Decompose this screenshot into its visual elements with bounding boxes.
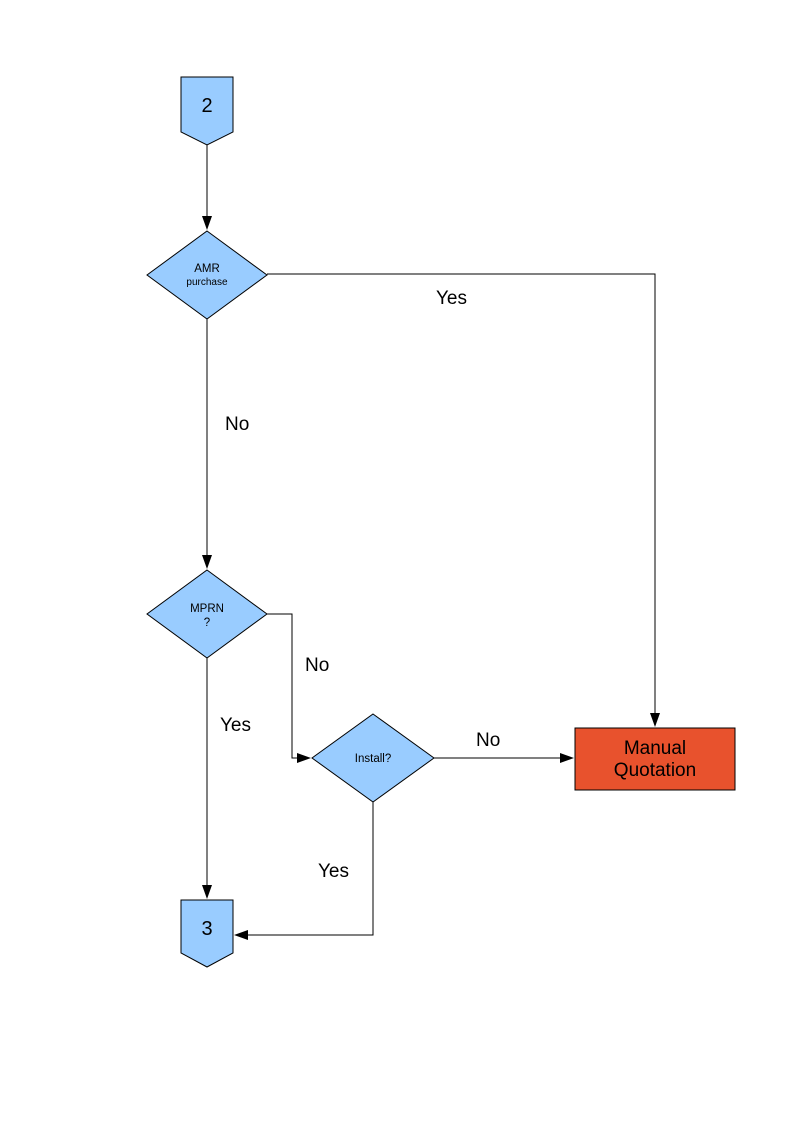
decision-install xyxy=(311,713,435,803)
process-manual-quotation xyxy=(574,727,736,791)
connector-3-label: 3 xyxy=(201,918,212,940)
edge-install-yes-to-connector3 xyxy=(234,802,374,940)
edge-label-mprn-no: No xyxy=(305,655,329,676)
edge-label-install-yes: Yes xyxy=(318,861,349,882)
amr-label-line1: AMR xyxy=(194,263,220,275)
install-label: Install? xyxy=(355,753,391,765)
mprn-label-line1: MPRN xyxy=(190,603,224,615)
off-page-connector-2 xyxy=(180,76,234,146)
edge-label-install-no: No xyxy=(476,730,500,751)
edge-label-amr-yes: Yes xyxy=(436,288,467,309)
mprn-label-line2: ? xyxy=(204,617,210,629)
connector-2-label: 2 xyxy=(201,95,212,117)
edge-mprn-no-to-install xyxy=(267,613,311,763)
off-page-connector-3 xyxy=(180,899,234,968)
manual-quotation-label-line1: Manual xyxy=(624,738,686,759)
edge-label-amr-no: No xyxy=(225,414,249,435)
edge-label-mprn-yes: Yes xyxy=(220,715,251,736)
decision-amr-purchase xyxy=(146,230,268,320)
edge-amr-yes-to-manual-quotation xyxy=(267,273,660,727)
decision-mprn xyxy=(146,569,268,659)
manual-quotation-label-line2: Quotation xyxy=(614,760,696,781)
amr-label-line2: purchase xyxy=(186,277,228,288)
